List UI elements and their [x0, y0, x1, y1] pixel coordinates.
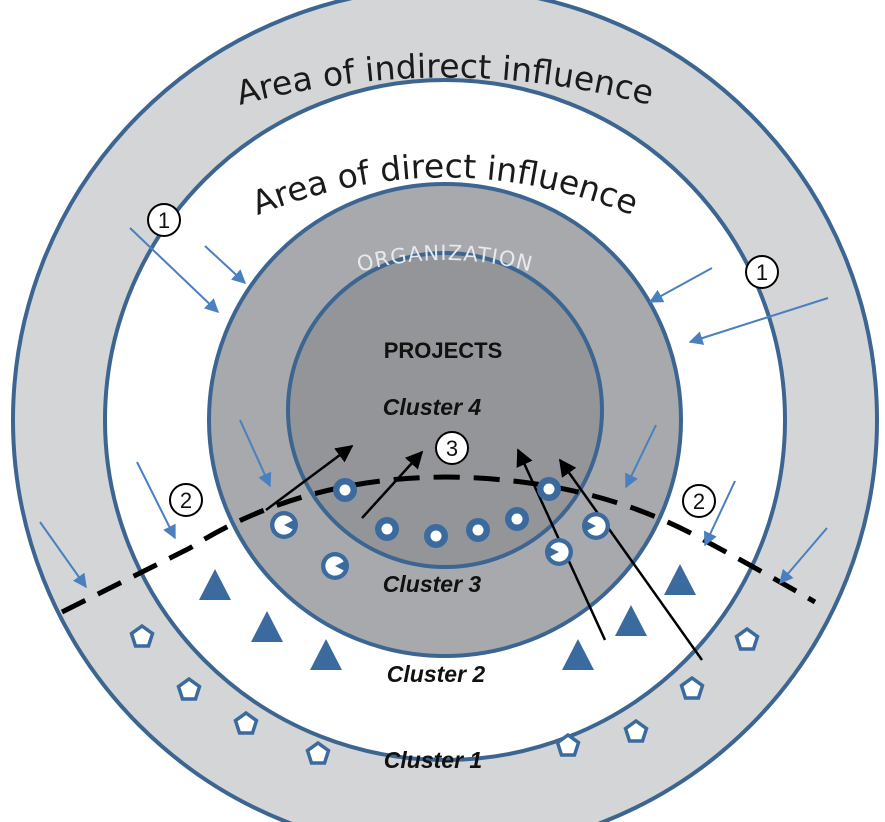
blue-arrow [204, 245, 247, 284]
pacman-icon [321, 552, 349, 580]
circle-icon [505, 507, 529, 531]
boundary-dashed-line [60, 474, 817, 615]
circle-icon [424, 524, 448, 548]
marker-1-right: 1 [745, 255, 779, 289]
black-arrow [361, 450, 424, 519]
blue-arrow [39, 521, 87, 589]
svg-text:1: 1 [158, 208, 170, 233]
circle-icon [375, 517, 399, 541]
blue-arrow [688, 297, 829, 345]
svg-text:2: 2 [693, 489, 705, 514]
cluster1-label: Cluster 1 [384, 747, 482, 773]
svg-text:1: 1 [756, 260, 768, 285]
cluster4-label: Cluster 4 [383, 394, 482, 420]
circle-icon [466, 518, 490, 542]
marker-3: 3 [435, 431, 469, 465]
blue-arrow [239, 419, 272, 488]
blue-arrow [625, 424, 657, 489]
circle-icon [537, 477, 561, 501]
blue-arrow [136, 461, 176, 540]
blue-arrow [648, 267, 713, 303]
black-arrow [558, 458, 704, 661]
pacman-icon [270, 511, 298, 539]
blue-arrow [704, 480, 736, 547]
projects-circle [286, 251, 604, 569]
svg-text:2: 2 [180, 488, 192, 513]
blue-arrow [129, 227, 220, 313]
marker-1-left: 1 [147, 203, 181, 237]
pacman-icon [582, 512, 610, 540]
black-arrow [265, 444, 354, 512]
cluster2-label: Cluster 2 [387, 661, 486, 687]
influence-arrows [39, 227, 829, 589]
pacman-icon [545, 538, 573, 566]
svg-text:3: 3 [446, 436, 458, 461]
circle-icon [333, 478, 357, 502]
cluster3-label: Cluster 3 [383, 571, 482, 597]
marker-2-right: 2 [682, 484, 716, 518]
projects-label: PROJECTS [384, 338, 503, 363]
marker-2-left: 2 [169, 483, 203, 517]
blue-arrow [779, 527, 828, 585]
